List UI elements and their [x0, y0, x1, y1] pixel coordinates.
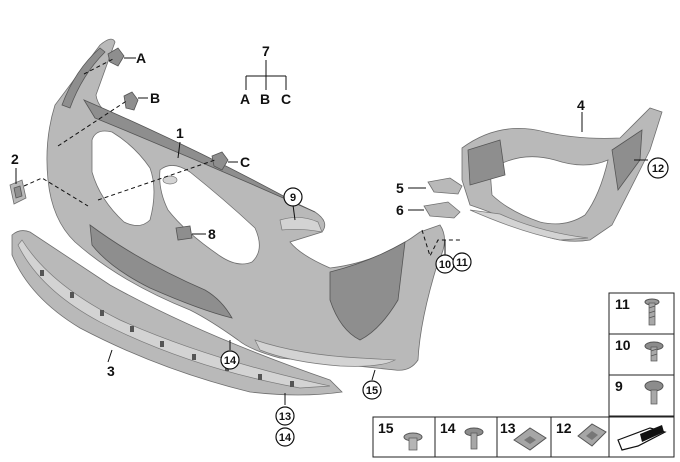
circled-callout-10-text: 10 [439, 259, 451, 271]
circled-callout-12-text: 12 [652, 163, 664, 175]
legend-label-14: 14 [440, 420, 456, 436]
circled-callout-14-lower: 14 [275, 427, 295, 447]
legend-label-9: 9 [615, 378, 623, 394]
circled-callout-9-text: 9 [290, 192, 296, 204]
clip-nut-13-icon [513, 427, 547, 451]
callout-A: A [136, 50, 146, 66]
circled-callout-14-lower-text: 14 [279, 432, 292, 444]
insert-9-part [279, 217, 323, 233]
screw-14-icon [464, 427, 484, 450]
circled-callout-14-upper-text: 14 [224, 355, 237, 367]
circled-callout-12: 12 [647, 157, 669, 179]
carrier-4-part [461, 107, 663, 242]
circled-callout-13: 13 [275, 406, 295, 426]
legend-label-13: 13 [500, 420, 516, 436]
bracket-6-part [423, 201, 461, 219]
legend-cell-9 [608, 374, 675, 417]
circled-callout-15: 15 [362, 380, 382, 400]
callout-5: 5 [396, 180, 404, 196]
circled-callout-11-text: 11 [456, 257, 468, 269]
circled-callout-9: 9 [283, 187, 303, 207]
circled-callout-15-text: 15 [366, 385, 378, 397]
callout-3: 3 [107, 363, 115, 379]
legend-label-11: 11 [615, 296, 630, 312]
clip-nut-12-icon [577, 423, 607, 447]
callout-7: 7 [262, 43, 270, 59]
legend-label-10: 10 [615, 337, 631, 353]
callout-4: 4 [577, 97, 585, 113]
circled-callout-13-text: 13 [279, 411, 291, 423]
callout-2: 2 [11, 151, 19, 167]
bolt-9-icon [644, 380, 664, 405]
callout-6: 6 [396, 202, 404, 218]
legend-label-15: 15 [378, 420, 394, 436]
legend-label-12: 12 [556, 420, 572, 436]
clip-C-part [211, 151, 229, 171]
circled-callout-10: 10 [435, 254, 455, 274]
leader-lines [15, 57, 648, 405]
callout-7-C: C [281, 91, 291, 107]
fastener-legend-column: 11 10 9 [608, 292, 675, 417]
bracket-2-part [9, 179, 27, 205]
plug-15-icon [403, 432, 423, 451]
direction-arrow-icon [617, 425, 667, 451]
circled-callout-11: 11 [452, 252, 472, 272]
legend-cell-11 [608, 292, 675, 335]
callout-C: C [240, 154, 250, 170]
callout-7-A: A [240, 91, 250, 107]
callout-8: 8 [208, 226, 216, 242]
bracket-5-part [427, 177, 463, 195]
callout-B: B [150, 90, 160, 106]
screw-10-icon [644, 341, 664, 362]
callout-7-B: B [260, 91, 270, 107]
callout-1: 1 [176, 125, 184, 141]
circled-callout-14-upper: 14 [220, 350, 240, 370]
bumper-panel-part [46, 38, 445, 371]
fastener-legend-row: 15 14 13 12 [372, 416, 675, 458]
screw-11-icon [644, 298, 660, 326]
legend-cell-14 [434, 416, 498, 458]
insert-8-part [175, 225, 193, 241]
clip-B-part [123, 91, 139, 111]
legend-cell-10 [608, 333, 675, 376]
